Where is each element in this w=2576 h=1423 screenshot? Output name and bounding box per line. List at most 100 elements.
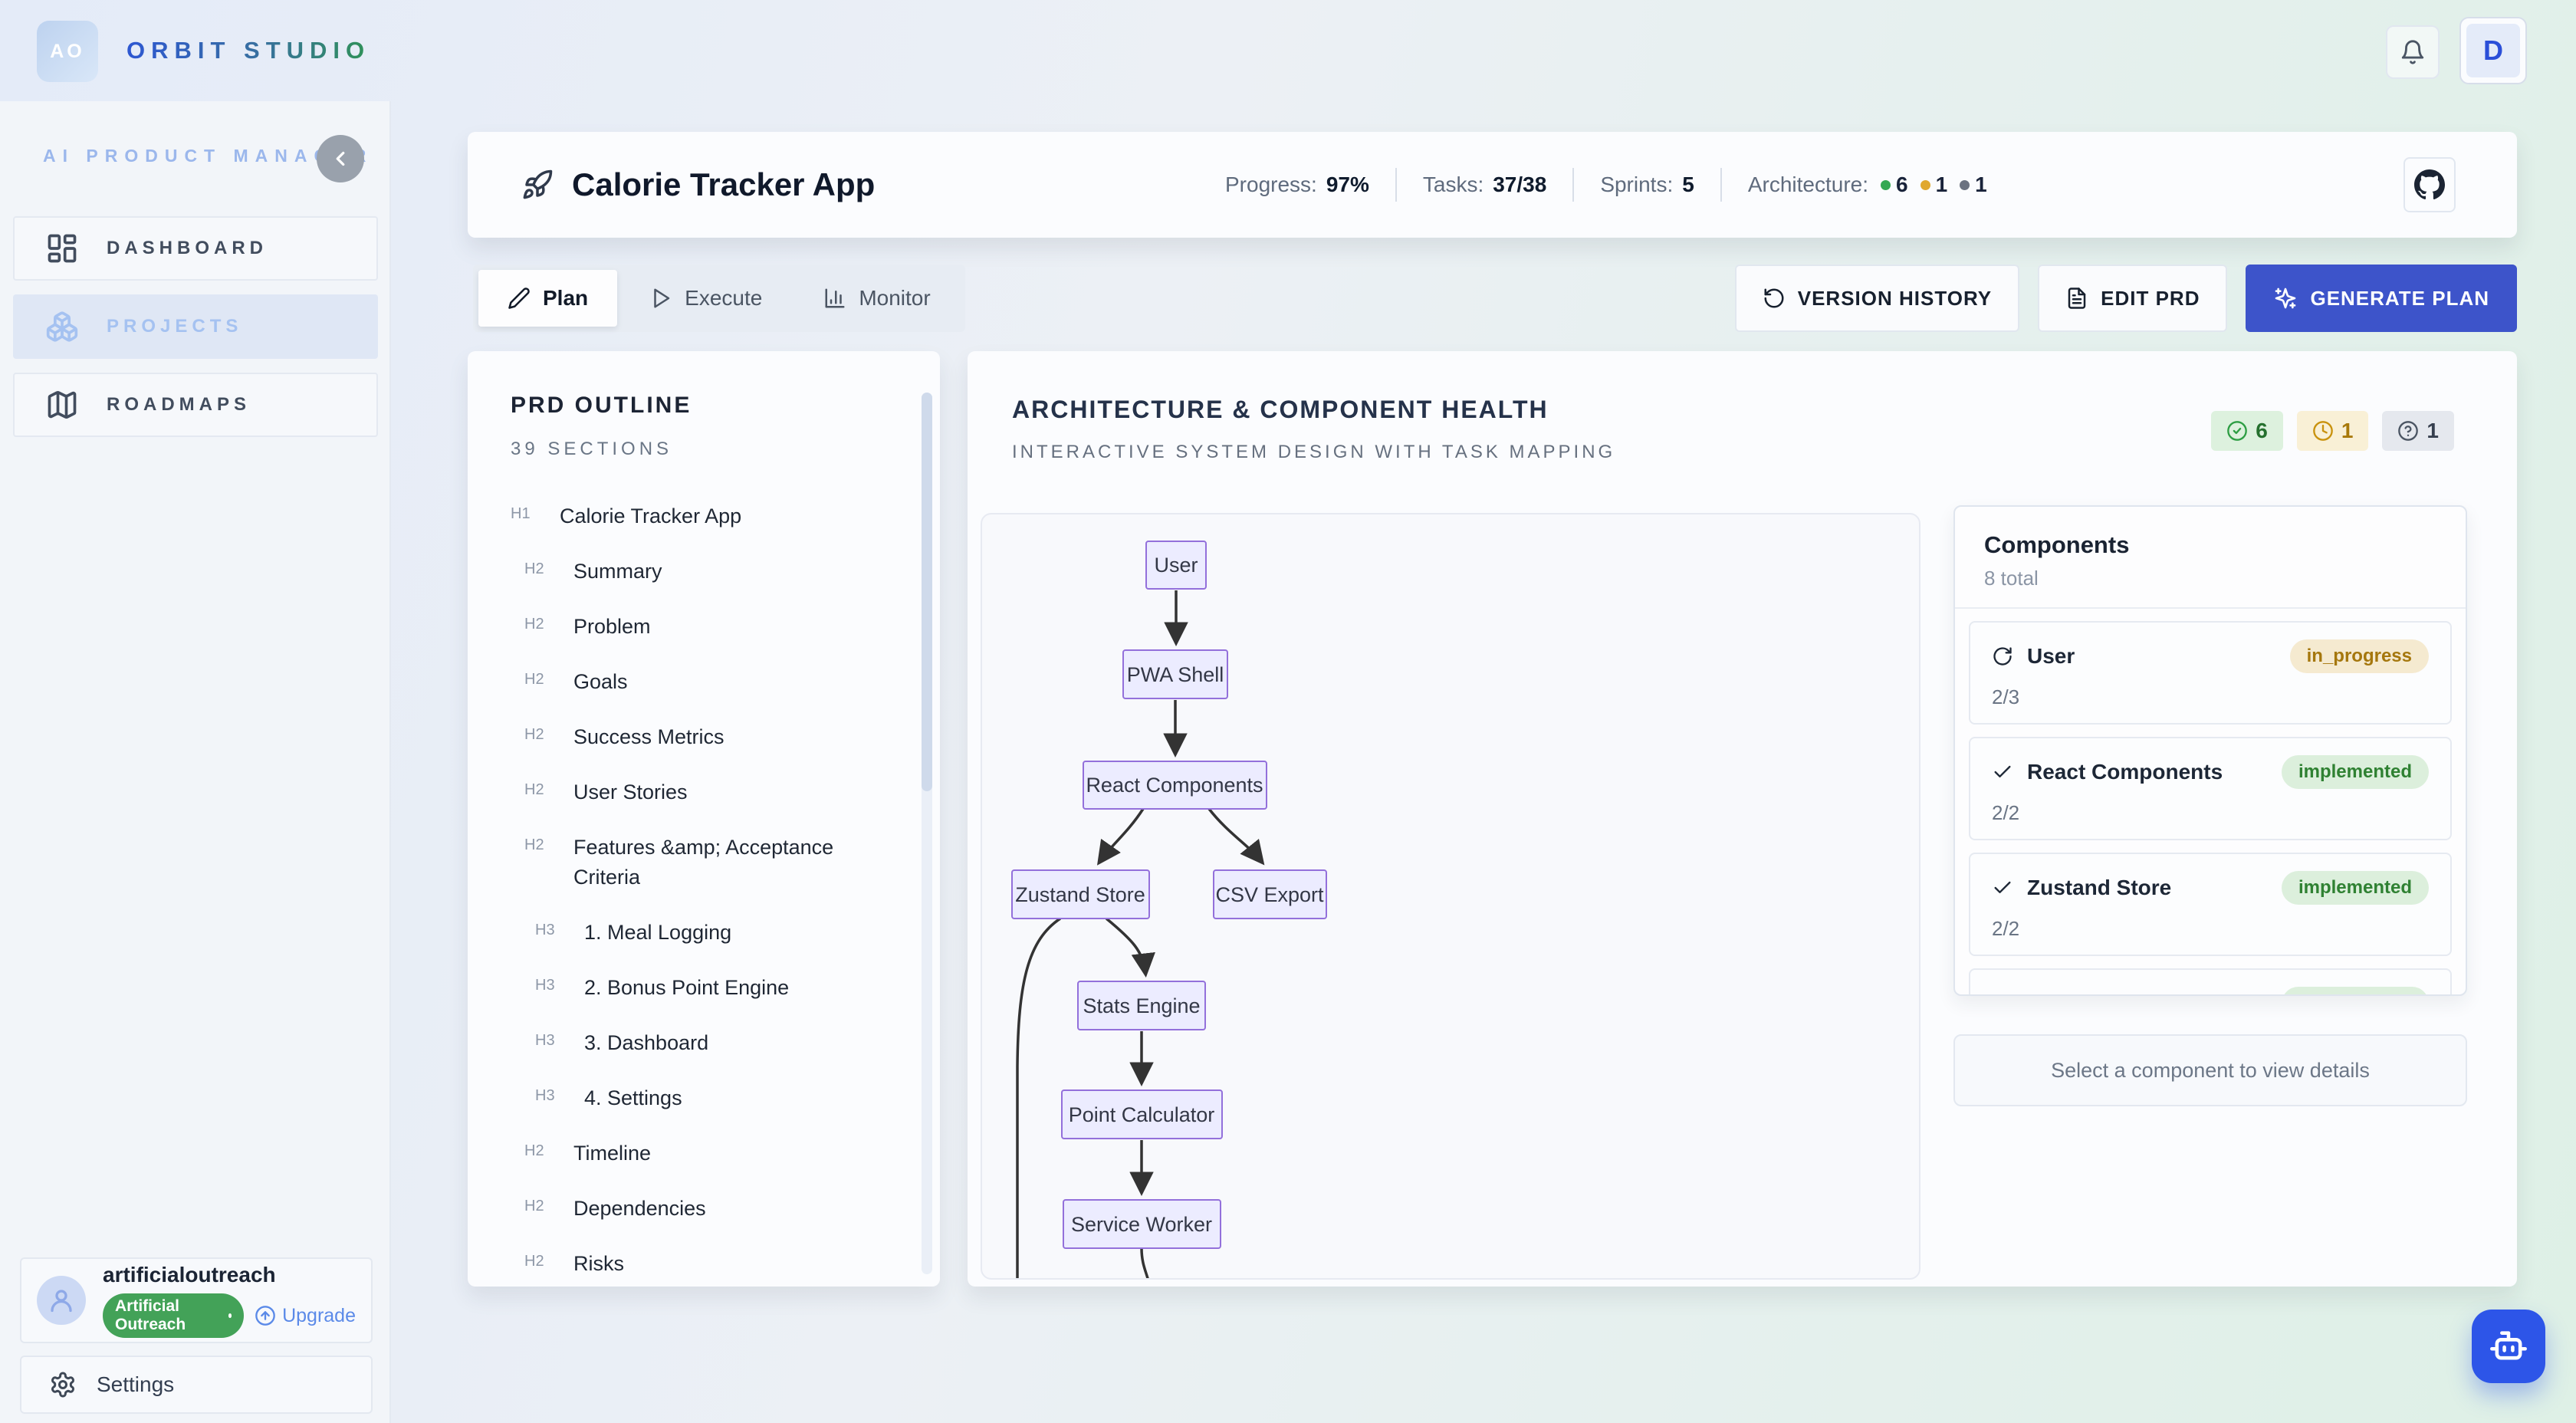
- tab-execute[interactable]: Execute: [620, 270, 791, 327]
- task-count: 2/2: [1992, 917, 2020, 940]
- ai-assistant-fab[interactable]: [2472, 1310, 2545, 1383]
- github-icon: [2414, 169, 2445, 200]
- play-icon: [649, 287, 672, 310]
- sidebar: AI PRODUCT MANAGER DASHBOARD: [0, 101, 391, 1423]
- architecture-title: ARCHITECTURE & COMPONENT HEALTH: [1012, 396, 1549, 423]
- user-avatar-button[interactable]: D: [2459, 17, 2527, 84]
- notifications-button[interactable]: [2386, 25, 2440, 79]
- component-row-react-components[interactable]: React Components implemented 2/2: [1969, 737, 2452, 840]
- architecture-diagram: User PWA Shell React Components Zustand …: [981, 513, 1921, 1280]
- clock-icon: [2312, 420, 2334, 442]
- sparkles-icon: [2273, 286, 2298, 311]
- tab-plan[interactable]: Plan: [478, 270, 618, 327]
- tab-monitor[interactable]: Monitor: [794, 270, 959, 327]
- edit-prd-button[interactable]: EDIT PRD: [2038, 265, 2228, 332]
- check-icon: [1992, 877, 2013, 899]
- project-stats: Progress:97% Tasks:37/38 Sprints:5 Archi…: [1225, 132, 1987, 238]
- tabs-row: Plan Execute Monitor: [468, 265, 2517, 332]
- svg-text:CSV Export: CSV Export: [1215, 883, 1324, 906]
- green-dot: [1881, 179, 1891, 190]
- components-list: User in_progress 2/3 React Components im…: [1955, 609, 2466, 994]
- status-badge: implemented: [2281, 871, 2429, 905]
- node-react-components[interactable]: React Components: [1083, 761, 1267, 810]
- user-avatar-icon: [37, 1276, 86, 1325]
- sidebar-item-dashboard[interactable]: DASHBOARD: [13, 216, 378, 281]
- stat-label: Sprints:: [1600, 173, 1674, 196]
- sidebar-item-label: DASHBOARD: [107, 238, 268, 258]
- components-panel: Components 8 total User in_progress 2/3: [1953, 505, 2467, 996]
- view-tabs: Plan Execute Monitor: [473, 265, 965, 332]
- app-logo: AO: [37, 21, 98, 82]
- avatar-letter: D: [2483, 35, 2503, 66]
- amber-dot: [1920, 179, 1930, 190]
- prd-sections-count: 39 SECTIONS: [511, 439, 673, 459]
- version-history-button[interactable]: VERSION HISTORY: [1734, 265, 2020, 332]
- component-row-indexeddb[interactable]: (IndexedDB implemented 1/1: [1969, 968, 2452, 994]
- svg-text:Point Calculator: Point Calculator: [1069, 1103, 1215, 1126]
- document-icon: [2065, 287, 2088, 310]
- node-user[interactable]: User: [1145, 541, 1207, 590]
- sidebar-collapse-button[interactable]: [317, 135, 364, 182]
- architecture-panel: ARCHITECTURE & COMPONENT HEALTH INTERACT…: [968, 351, 2517, 1287]
- task-count: 2/3: [1992, 685, 2020, 708]
- node-zustand-store[interactable]: Zustand Store: [1011, 869, 1150, 919]
- sidebar-nav: DASHBOARD PROJECTS: [13, 216, 378, 451]
- sidebar-item-projects[interactable]: PROJECTS: [13, 294, 378, 359]
- node-csv-export[interactable]: CSV Export: [1213, 869, 1327, 919]
- upgrade-link[interactable]: Upgrade: [255, 1305, 356, 1327]
- status-badge: in_progress: [2289, 639, 2429, 673]
- component-row-user[interactable]: User in_progress 2/3: [1969, 621, 2452, 725]
- flowchart-svg: User PWA Shell React Components Zustand …: [1011, 541, 1327, 1278]
- architecture-subtitle: INTERACTIVE SYSTEM DESIGN WITH TASK MAPP…: [1012, 442, 1616, 462]
- component-detail-placeholder: Select a component to view details: [1953, 1034, 2467, 1106]
- topbar: AO ORBIT STUDIO D: [0, 0, 2576, 101]
- dashboard-grid-icon: [45, 232, 79, 265]
- prd-scrollbar[interactable]: [922, 393, 932, 1274]
- header-actions: VERSION HISTORY EDIT PRD GENERATE PLAN: [1734, 265, 2517, 332]
- stat-label: Tasks:: [1422, 173, 1484, 196]
- logo-initials: AO: [50, 40, 85, 62]
- chevron-left-icon: [329, 147, 352, 170]
- settings-button[interactable]: Settings: [20, 1356, 373, 1414]
- node-pwa-shell[interactable]: PWA Shell: [1122, 649, 1228, 699]
- component-row-zustand-store[interactable]: Zustand Store implemented 2/2: [1969, 853, 2452, 956]
- svg-text:Service Worker: Service Worker: [1071, 1213, 1212, 1236]
- node-stats-engine[interactable]: Stats Engine: [1077, 981, 1206, 1030]
- user-card[interactable]: artificialoutreach Artificial Outreach U…: [20, 1257, 373, 1343]
- history-icon: [1763, 287, 1786, 310]
- sidebar-item-roadmaps[interactable]: ROADMAPS: [13, 373, 378, 437]
- github-button[interactable]: [2404, 157, 2456, 212]
- check-circle-icon: [2226, 420, 2248, 442]
- components-title: Components: [1984, 531, 2130, 558]
- svg-text:React Components: React Components: [1086, 774, 1263, 797]
- sidebar-section-label: AI PRODUCT MANAGER: [43, 146, 373, 166]
- generate-plan-button[interactable]: GENERATE PLAN: [2246, 265, 2517, 332]
- sidebar-item-label: PROJECTS: [107, 316, 243, 337]
- diagram-nodes: User PWA Shell React Components Zustand …: [1011, 541, 1327, 1249]
- gear-icon: [49, 1371, 77, 1398]
- prd-scrollbar-thumb[interactable]: [922, 393, 932, 791]
- node-point-calculator[interactable]: Point Calculator: [1061, 1089, 1223, 1139]
- status-badge: implemented: [2281, 987, 2429, 994]
- node-service-worker[interactable]: Service Worker: [1063, 1199, 1221, 1249]
- check-icon: [1992, 993, 2013, 994]
- svg-text:User: User: [1154, 554, 1198, 577]
- components-total: 8 total: [1984, 567, 2039, 590]
- sidebar-item-label: ROADMAPS: [107, 394, 251, 415]
- robot-icon: [2489, 1326, 2528, 1366]
